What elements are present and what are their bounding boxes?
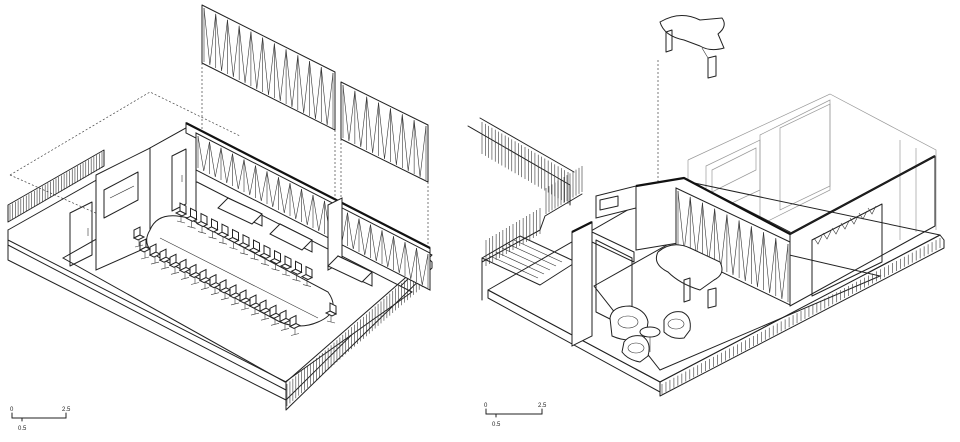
zigzag-pattern (203, 7, 334, 126)
sideboard-1 (217, 197, 263, 227)
stair-step (507, 243, 557, 267)
reception-desk (655, 244, 723, 309)
boardroom-chair (132, 226, 146, 248)
louvre-strip (831, 225, 841, 235)
boardroom-chair (218, 278, 232, 301)
entry-wall (571, 221, 635, 347)
boardroom-chair (195, 212, 209, 234)
louvre-strip (858, 210, 868, 220)
ceiling-outline (9, 91, 241, 176)
boardroom-chairs (132, 202, 338, 336)
louvre-strip (840, 220, 850, 230)
column (595, 185, 637, 219)
scale-bar-left: 0 2.5 0.5 (10, 407, 71, 432)
coffee-table (639, 326, 661, 352)
boardroom-chair (248, 239, 261, 261)
boardroom-chair (258, 299, 272, 321)
scale-label-mid: 2.5 (538, 403, 547, 409)
lounge-armchair-1 (609, 305, 649, 341)
scale-label-mid: 2.5 (62, 407, 71, 413)
lounge-armchair-2 (663, 311, 691, 339)
exploded-table (657, 15, 725, 185)
boardroom-chair (237, 233, 251, 256)
sideboard-3 (327, 255, 373, 287)
exploded-wall-panel-small (340, 81, 429, 183)
scale-label-sub: 0.5 (492, 422, 501, 428)
boardroom-chair (158, 248, 172, 270)
stair-step (501, 247, 551, 271)
feature-wall-long (185, 122, 431, 291)
projection-lines (201, 63, 429, 255)
balustrade-left (7, 149, 105, 223)
louvre-strip (849, 215, 859, 225)
sideboard-2 (269, 223, 313, 253)
boardroom-chair (269, 249, 282, 271)
louvre-strip (813, 235, 823, 245)
boardroom-chair (168, 253, 182, 275)
boardroom-axonometric: 0 2.5 0.5 (7, 4, 433, 432)
boardroom-chair (206, 218, 219, 240)
stair-step (489, 255, 539, 279)
boardroom-chair (185, 207, 198, 229)
boardroom-chair (258, 244, 272, 266)
scale-bar-right: 0 2.5 0.5 (484, 403, 547, 428)
stair-step (495, 251, 545, 275)
exploded-wall-panel-large (201, 4, 336, 131)
zigzag-pattern (342, 84, 427, 178)
stair-step (519, 235, 569, 259)
scale-label-zero: 0 (10, 407, 14, 413)
lounge-axonometric: 0 2.5 0.5 (467, 15, 945, 428)
louvre-strip (822, 230, 832, 240)
lounge-armchair-3 (621, 335, 650, 363)
scale-label-zero: 0 (484, 403, 488, 409)
boardroom-chair (300, 265, 314, 287)
boardroom-chair (227, 228, 240, 250)
boardroom-chair (288, 314, 302, 336)
boardroom-chair (290, 260, 303, 282)
stair-step (513, 239, 563, 263)
louvre-strip (867, 205, 877, 215)
scale-label-sub: 0.5 (18, 426, 27, 432)
boardroom-chair (174, 202, 188, 224)
lounge-feature-wall (635, 155, 936, 307)
boardroom-chair (324, 302, 338, 324)
boardroom-chair (278, 309, 292, 331)
boardroom-chair (279, 255, 293, 277)
boardroom-chair (216, 223, 230, 245)
staircase (467, 117, 583, 301)
